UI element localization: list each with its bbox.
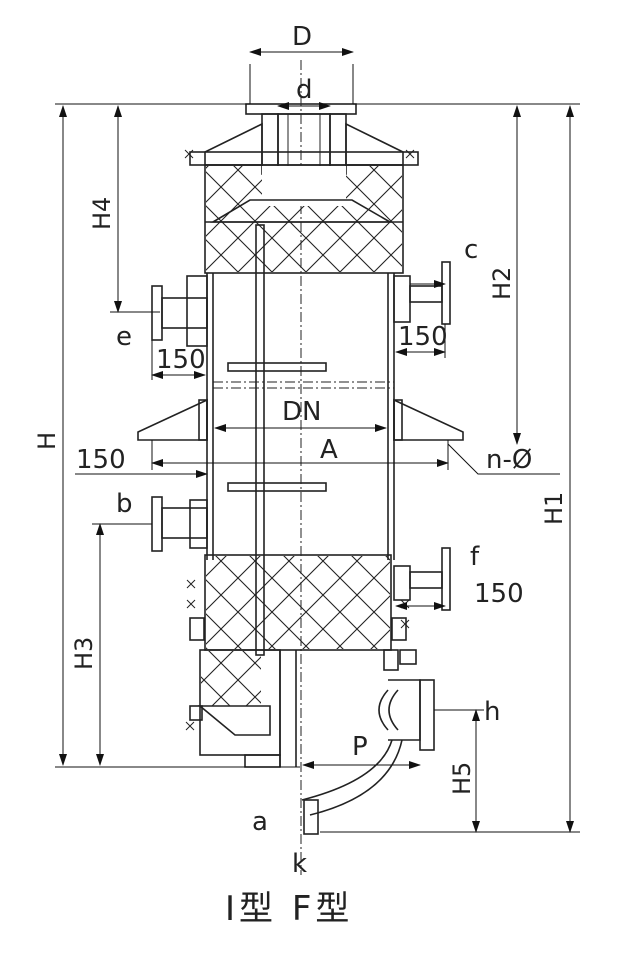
label-H3: H3 <box>70 637 98 670</box>
label-d: d <box>296 75 313 105</box>
label-150-right-low: 150 <box>474 579 524 609</box>
label-h: h <box>484 697 500 727</box>
figure-caption: I型 F型 <box>225 889 353 929</box>
dimensions <box>55 48 580 833</box>
label-e: e <box>116 322 132 352</box>
label-A: A <box>320 435 338 465</box>
label-H4: H4 <box>88 197 116 230</box>
labels: D d H4 c H2 e 150 150 DN H A n-Ø 150 b H… <box>33 22 568 929</box>
label-DN: DN <box>282 397 321 427</box>
label-f: f <box>470 542 480 572</box>
support-lugs <box>137 398 464 441</box>
label-H5: H5 <box>448 762 476 795</box>
label-150-left-top: 150 <box>156 345 206 375</box>
label-b: b <box>116 489 133 519</box>
upper-insulation <box>204 164 404 274</box>
bottom-head <box>185 649 297 768</box>
label-150-right-top: 150 <box>398 322 448 352</box>
nozzle-e <box>151 275 208 347</box>
label-H2: H2 <box>488 267 516 300</box>
outlet-h <box>301 649 435 835</box>
label-H1: H1 <box>540 492 568 525</box>
label-150-left-mid: 150 <box>76 445 126 475</box>
label-k: k <box>292 849 307 879</box>
label-H: H <box>33 432 61 450</box>
label-D: D <box>292 22 312 52</box>
nozzle-b <box>151 496 208 552</box>
label-n-phi: n-Ø <box>486 445 532 475</box>
nozzle-f <box>393 547 451 611</box>
label-P: P <box>352 732 368 762</box>
nozzle-c <box>393 261 451 325</box>
lower-insulation <box>186 554 410 651</box>
label-c: c <box>464 235 478 265</box>
label-a: a <box>252 807 268 837</box>
